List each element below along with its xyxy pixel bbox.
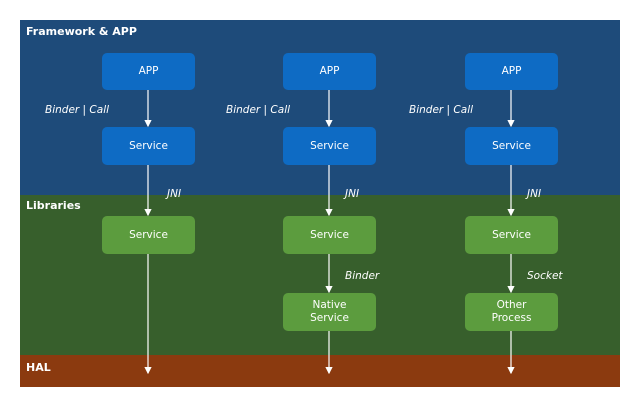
col3-framework-service-box: Service (465, 127, 558, 165)
col2-binder-label: Binder (345, 270, 380, 282)
col3-binder-call-label: Binder | Call (409, 104, 474, 116)
framework-layer-label: Framework & APP (26, 25, 137, 38)
col2-framework-service-box: Service (283, 127, 376, 165)
hal-layer-label: HAL (26, 361, 51, 374)
col1-app-box: APP (102, 53, 195, 90)
col3-library-service-box: Service (465, 216, 558, 254)
libraries-layer-label: Libraries (26, 199, 81, 212)
col2-library-service-box: Service (283, 216, 376, 254)
col3-socket-label: Socket (527, 270, 563, 282)
col3-jni-label: JNI (527, 188, 542, 200)
col3-other-process-box: Other Process (465, 293, 558, 331)
col1-jni-label: JNI (167, 188, 182, 200)
col1-binder-call-label: Binder | Call (45, 104, 110, 116)
col1-framework-service-box: Service (102, 127, 195, 165)
col2-app-box: APP (283, 53, 376, 90)
col2-jni-label: JNI (345, 188, 360, 200)
hal-layer (20, 355, 620, 387)
col3-app-box: APP (465, 53, 558, 90)
col2-native-service-box: Native Service (283, 293, 376, 331)
col1-library-service-box: Service (102, 216, 195, 254)
col2-binder-call-label: Binder | Call (226, 104, 291, 116)
framework-layer (20, 20, 620, 195)
